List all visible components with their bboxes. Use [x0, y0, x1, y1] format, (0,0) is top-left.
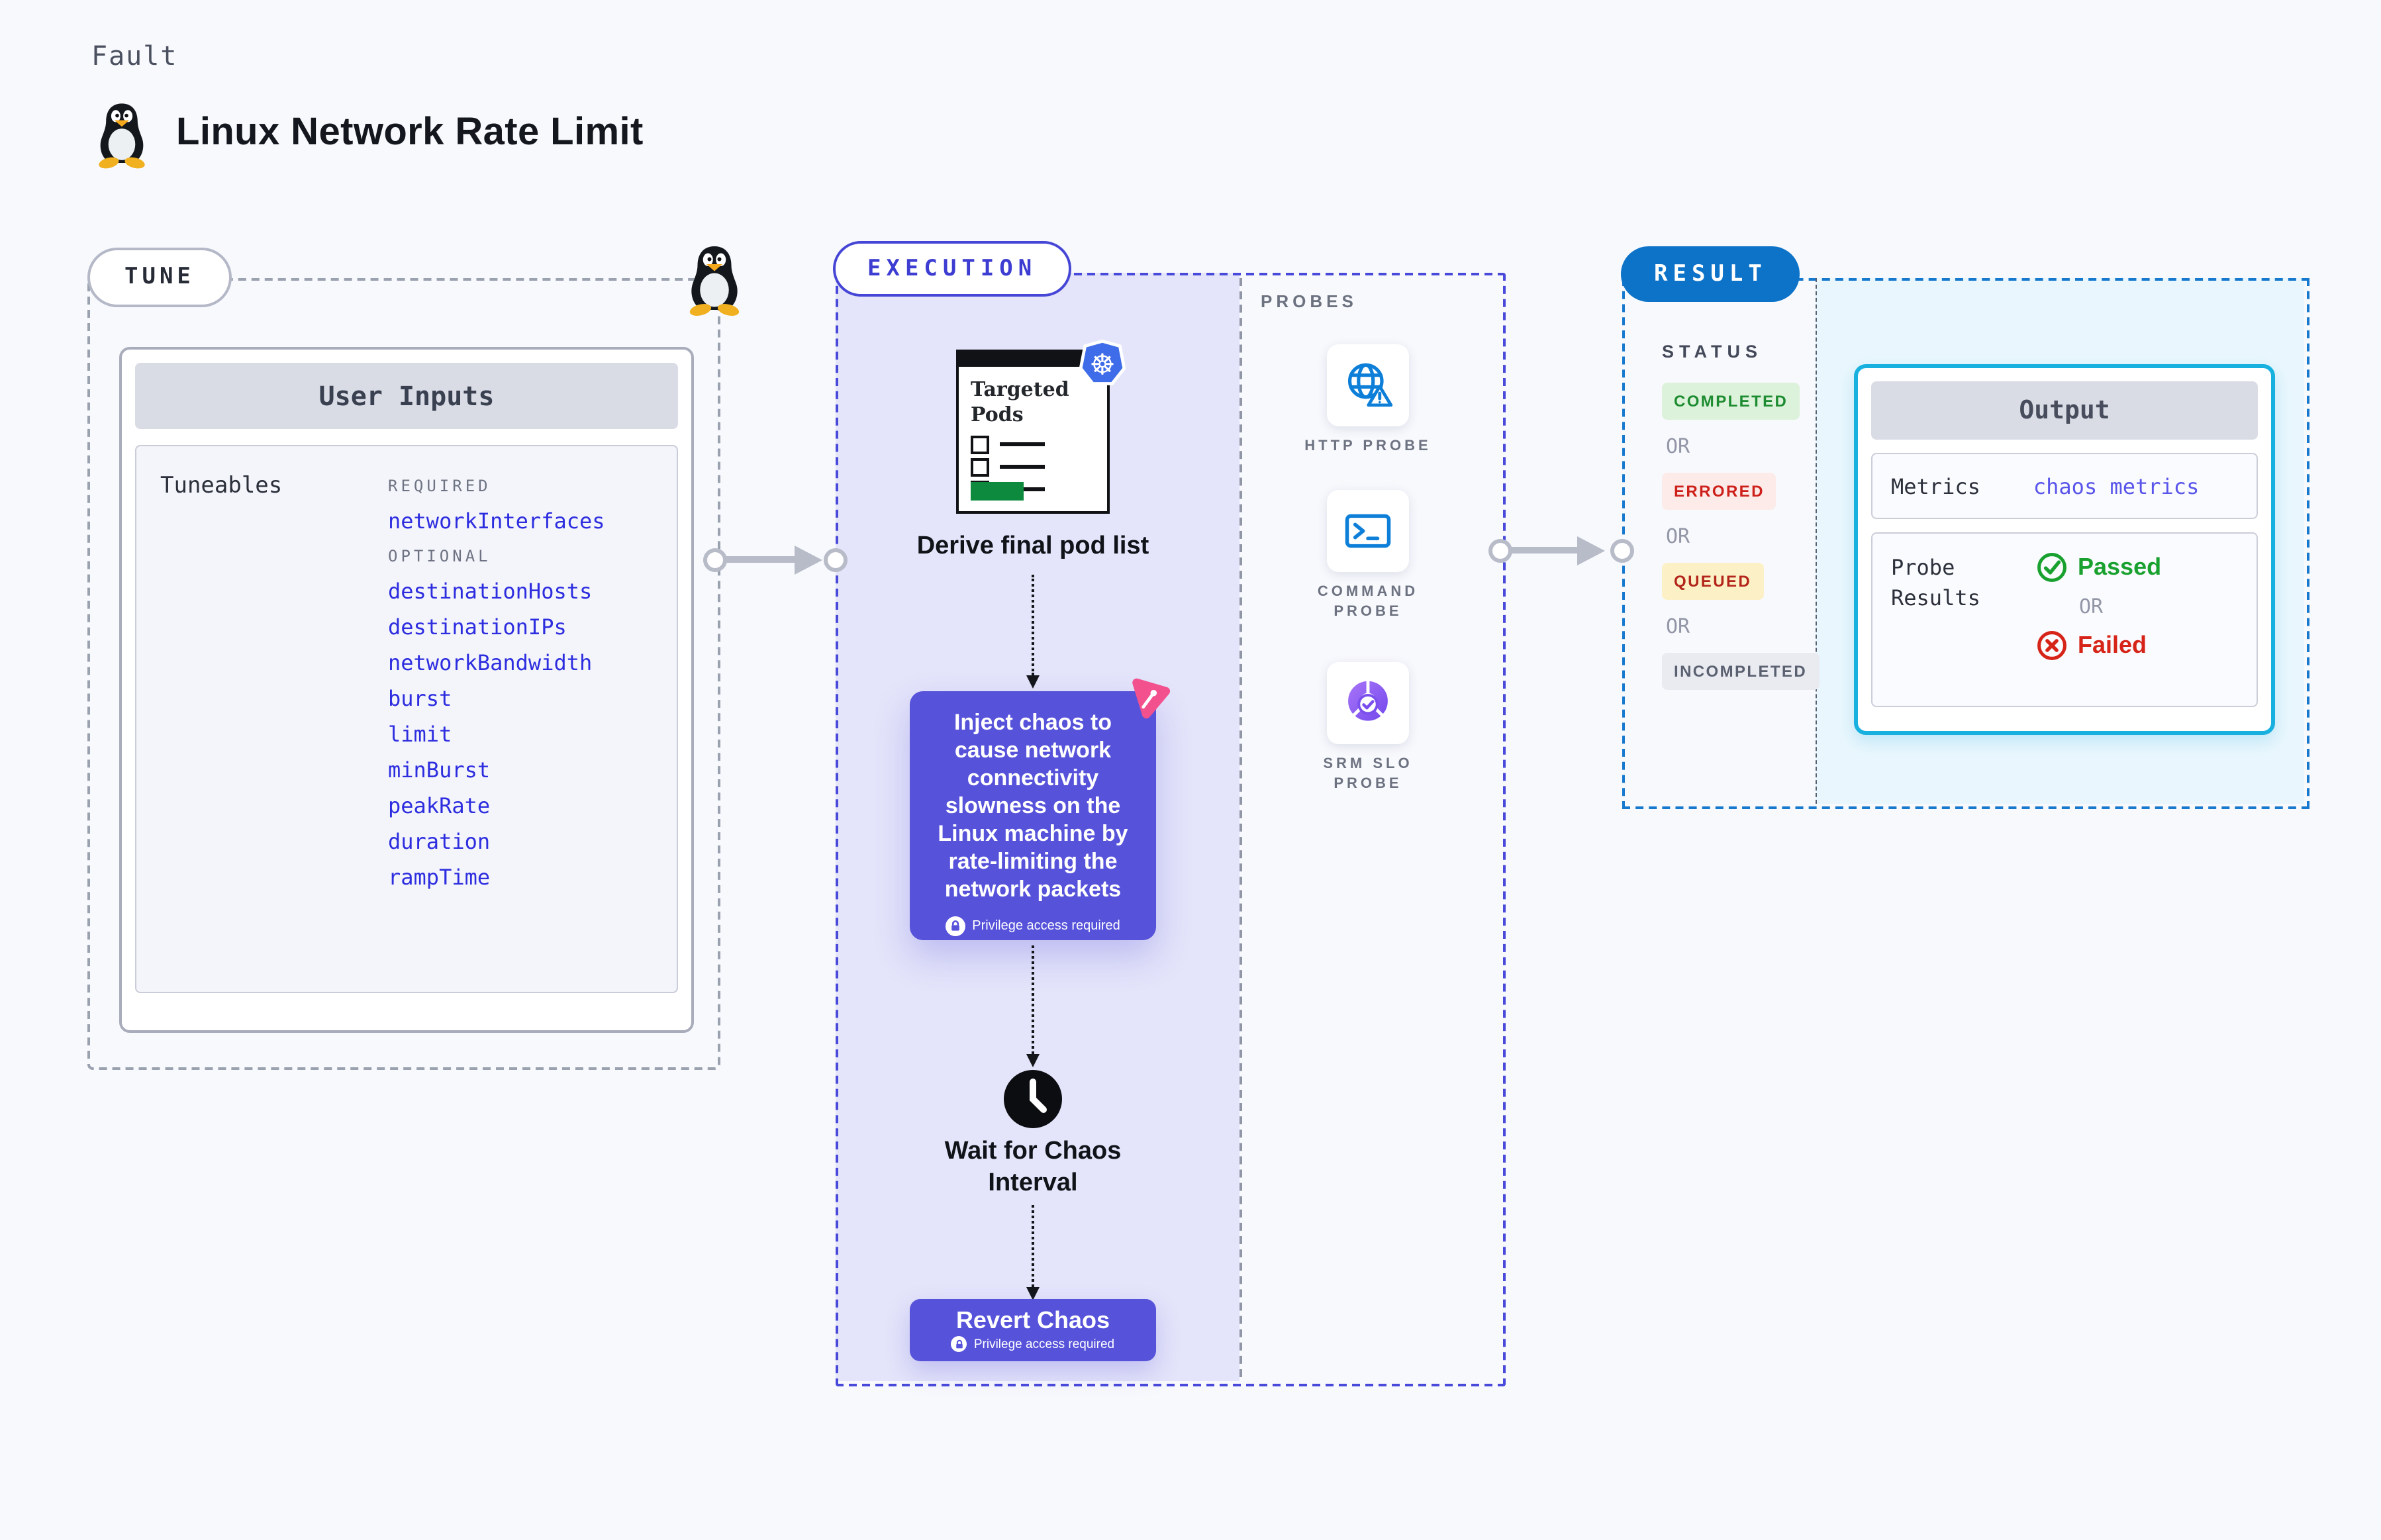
wait-chaos-interval-step: Wait for Chaos Interval — [944, 1137, 1122, 1197]
linux-tux-icon — [688, 246, 741, 318]
tuneable-item[interactable]: minBurst — [388, 757, 491, 783]
execution-section-label: EXECUTION — [833, 241, 1072, 297]
output-card: Output Metrics chaos metrics Probe Resul… — [1854, 364, 2275, 735]
tune-to-execution-connector — [723, 556, 802, 563]
inject-chaos-step: Inject chaos to cause network connectivi… — [910, 691, 1156, 940]
chaos-experiment-icon — [1132, 678, 1171, 719]
passed-label: Passed — [2078, 553, 2162, 580]
tuneable-item[interactable]: networkBandwidth — [388, 650, 593, 675]
revert-chaos-label: Revert Chaos — [955, 1307, 1110, 1333]
or-label: OR — [1666, 524, 1690, 548]
checkbox-icon — [971, 435, 989, 454]
down-arrow-icon — [1026, 1205, 1039, 1300]
probes-divider — [1239, 278, 1242, 1377]
probe-results-label: Probe Results — [1891, 555, 1980, 610]
arrow-head-icon — [795, 546, 822, 575]
tuneable-item[interactable]: burst — [388, 686, 452, 711]
globe-warning-icon — [1347, 363, 1393, 407]
tuneable-item[interactable]: destinationIPs — [388, 614, 567, 640]
connector-dot — [1488, 539, 1512, 563]
tuneable-item[interactable]: networkInterfaces — [388, 508, 605, 534]
targeted-pods-title: Targeted Pods — [971, 377, 1069, 426]
connector-dot — [824, 548, 848, 572]
slo-gauge-icon — [1348, 681, 1388, 721]
tuneable-item[interactable]: peakRate — [388, 793, 491, 818]
execution-to-result-connector — [1508, 547, 1585, 553]
optional-items: destinationHosts destinationIPs networkBan… — [388, 577, 605, 891]
failed-row: Failed — [2037, 630, 2161, 661]
http-probe-card — [1327, 344, 1409, 426]
chaos-metrics-link[interactable]: chaos metrics — [2033, 473, 2200, 499]
required-label: REQUIRED — [388, 477, 491, 495]
svg-text:☸: ☸ — [1089, 349, 1115, 381]
tuneable-item[interactable]: destinationHosts — [388, 579, 593, 604]
down-arrow-icon — [1026, 575, 1039, 689]
probe-results-row: Probe Results Passed OR Failed — [1871, 532, 2258, 707]
down-arrow-icon — [1026, 945, 1039, 1067]
tuneables-list: REQUIRED networkInterfaces OPTIONAL dest… — [388, 465, 605, 899]
status-badge-errored: ERRORED — [1662, 473, 1776, 510]
or-label: OR — [1666, 614, 1690, 638]
srm-slo-probe-card — [1327, 662, 1409, 744]
probe-results-values: Passed OR Failed — [2037, 552, 2161, 661]
tuneable-item[interactable]: rampTime — [388, 865, 491, 890]
user-inputs-title: User Inputs — [135, 363, 678, 429]
status-column: STATUS COMPLETED OR ERRORED OR QUEUED OR… — [1662, 342, 1820, 690]
derive-pod-list-step: Derive final pod list — [916, 532, 1149, 560]
clock-icon — [1004, 1070, 1062, 1128]
user-inputs-card: User Inputs Tuneables REQUIRED networkIn… — [119, 347, 694, 1033]
privilege-note: Privilege access required — [951, 1336, 1114, 1352]
connector-dot — [1610, 539, 1634, 563]
failed-label: Failed — [2078, 632, 2147, 658]
optional-label: OPTIONAL — [388, 547, 491, 565]
status-label: STATUS — [1662, 342, 1763, 361]
fault-eyebrow: Fault — [91, 40, 178, 72]
revert-chaos-step: Revert Chaos Privilege access required — [910, 1299, 1156, 1361]
lock-icon — [946, 916, 966, 936]
or-label: OR — [1666, 434, 1690, 458]
passed-row: Passed — [2037, 552, 2161, 583]
green-bar — [971, 482, 1024, 501]
checkbox-icon — [971, 457, 989, 476]
arrow-head-icon — [1577, 536, 1605, 565]
linux-tux-icon — [97, 103, 146, 171]
status-badge-queued: QUEUED — [1662, 563, 1764, 600]
command-probe-card — [1327, 490, 1409, 572]
connector-dot — [703, 548, 727, 572]
privilege-note: Privilege access required — [920, 912, 1145, 940]
tune-section-label: TUNE — [87, 248, 232, 307]
page-title: Linux Network Rate Limit — [176, 111, 644, 154]
execution-section-box — [836, 273, 1506, 1386]
probes-label: PROBES — [1261, 291, 1357, 311]
metrics-label: Metrics — [1891, 473, 1980, 499]
terminal-icon — [1345, 514, 1391, 548]
tuneable-item[interactable]: limit — [388, 722, 452, 747]
status-badge-completed: COMPLETED — [1662, 383, 1800, 420]
http-probe-label: HTTP PROBE — [1304, 438, 1432, 454]
x-circle-icon — [2037, 631, 2066, 660]
check-circle-icon — [2037, 553, 2066, 582]
metrics-row: Metrics chaos metrics — [1871, 453, 2258, 519]
output-title: Output — [1871, 381, 2258, 440]
tuneables-panel: Tuneables REQUIRED networkInterfaces OPT… — [135, 445, 678, 993]
kubernetes-icon: ☸ — [1079, 339, 1126, 385]
result-divider — [1816, 278, 1817, 804]
result-section-label: RESULT — [1621, 246, 1800, 302]
list-line — [1000, 442, 1045, 446]
or-label: OR — [2079, 595, 2104, 618]
tune-section-box — [87, 278, 720, 1070]
status-badge-incompleted: INCOMPLETED — [1662, 653, 1820, 690]
list-line — [1000, 465, 1045, 469]
tuneable-item[interactable]: duration — [388, 829, 491, 854]
command-probe-label: COMMAND PROBE — [1317, 584, 1419, 620]
tuneables-label: Tuneables — [160, 473, 283, 499]
lock-icon — [951, 1336, 967, 1352]
srm-slo-probe-label: SRM SLO PROBE — [1323, 756, 1413, 792]
inject-chaos-text: Inject chaos to cause network connectivi… — [938, 710, 1128, 902]
